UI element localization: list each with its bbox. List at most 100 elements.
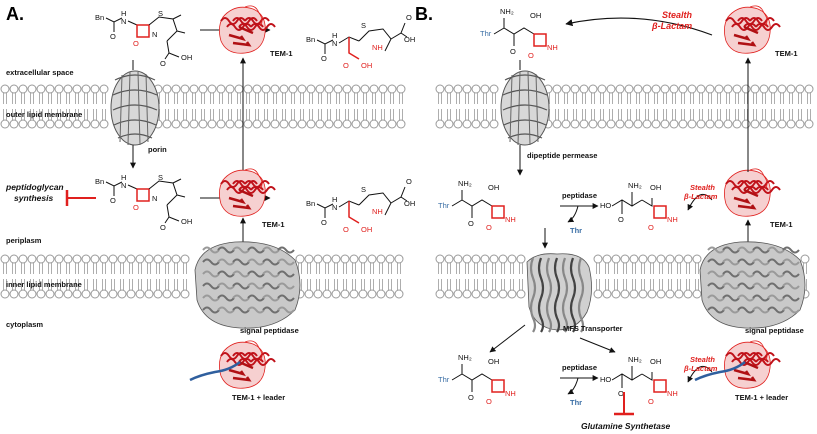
loop [749,340,768,363]
lipid-head [90,289,100,299]
chem-atom-label: H [121,9,126,18]
lipid-tail [363,109,367,120]
lipid-tail [807,93,811,104]
lipid-tail [12,93,16,104]
lipid-tail [632,263,636,274]
dipeptide-permease-protein [500,70,550,146]
lipid-head [45,119,55,129]
lipid-tail [614,263,618,274]
lipid-tail [600,109,604,120]
label-extracellular: extracellular space [6,68,74,77]
helix-segment [767,306,785,314]
lipid-head [313,289,323,299]
protein-outline [724,341,771,389]
chem-atom-label: Thr [438,201,450,210]
lipid-head [63,119,73,129]
lipid-head [387,84,397,94]
chem-atom-label: O [160,59,166,68]
chem-atom-label: S [361,185,366,194]
lipid-head [376,289,386,299]
lipid-head [768,119,778,129]
lipid-tail [605,263,609,274]
protein-outline [724,169,771,217]
beta-lactam-ring [491,205,505,219]
lipid-head [588,119,598,129]
panel-a-label: A. [6,4,24,24]
chem-atom-label: OH [530,11,541,20]
lipid-tail [456,109,460,120]
chem-atom-label: HO [600,375,611,384]
lipid-head [27,119,37,129]
lipid-head [786,84,796,94]
lipid-head [387,119,397,129]
lipid-tail [780,93,784,104]
tem1-leader-label-a: TEM-1 + leader [232,393,285,402]
lipid-head [385,254,395,264]
lipid-head [665,254,675,264]
lipid-tail [641,263,645,274]
beta-strand [228,25,254,47]
helix-segment [707,258,725,266]
lipid-head [331,254,341,264]
lipid-head [117,289,127,299]
lipid-head [54,289,64,299]
lipid-head [489,119,499,129]
lipid-tail [582,93,586,104]
lipid-tail [3,109,7,120]
lipid-head [444,254,454,264]
protein-outline [219,6,266,54]
helix-segment [277,294,295,302]
lipid-head [444,119,454,129]
label-outer-membrane: outer lipid membrane [6,110,82,119]
lipid-tail [798,93,802,104]
lipid-tail [165,93,169,104]
arrow-thr-1 [567,205,579,223]
lipid-head [18,289,28,299]
lipid-tail [753,109,757,120]
lipid-tail [771,93,775,104]
lipid-head [606,84,616,94]
chem-atom-label: H [332,31,337,40]
transmembrane-helix [537,257,545,333]
lipid-tail [614,279,618,290]
arrow-mfs-right [579,337,616,353]
lipid-head [651,119,661,129]
chem-atom-label: O [486,397,492,406]
lipid-head [480,84,490,94]
lipid-tail [672,109,676,120]
lipid-tail [183,93,187,104]
lipid-tail [645,109,649,120]
chem-atom-label: Bn [306,35,315,44]
lipid-tail [564,93,568,104]
lipid-tail [390,93,394,104]
transmembrane-helix [569,257,577,333]
lipid-tail [282,93,286,104]
lipid-head [72,289,82,299]
tem1-label-a-mid: TEM-1 [262,220,285,229]
lipid-tail [447,263,451,274]
signal-peptidase-protein-a [194,241,301,329]
lipid-head [270,84,280,94]
lipid-tail [174,109,178,120]
lipid-tail [762,93,766,104]
lipid-tail [677,263,681,274]
chem-atom-label: OH [650,357,661,366]
chem-atom-label: NH [372,207,383,216]
lipid-head [36,254,46,264]
helix-segment [247,270,265,278]
lipid-tail [650,263,654,274]
lipid-head [394,254,404,264]
lipid-head [153,289,163,299]
lipid-head [81,289,91,299]
lipid-tail [102,93,106,104]
lipid-head [27,84,37,94]
lipid-head [198,84,208,94]
lipid-head [656,289,666,299]
lipid-head [162,254,172,264]
lipid-head [602,289,612,299]
chem-atom-label: N [152,194,157,203]
alpha-helix [755,186,781,194]
chem-atom-label: OH [404,199,415,208]
